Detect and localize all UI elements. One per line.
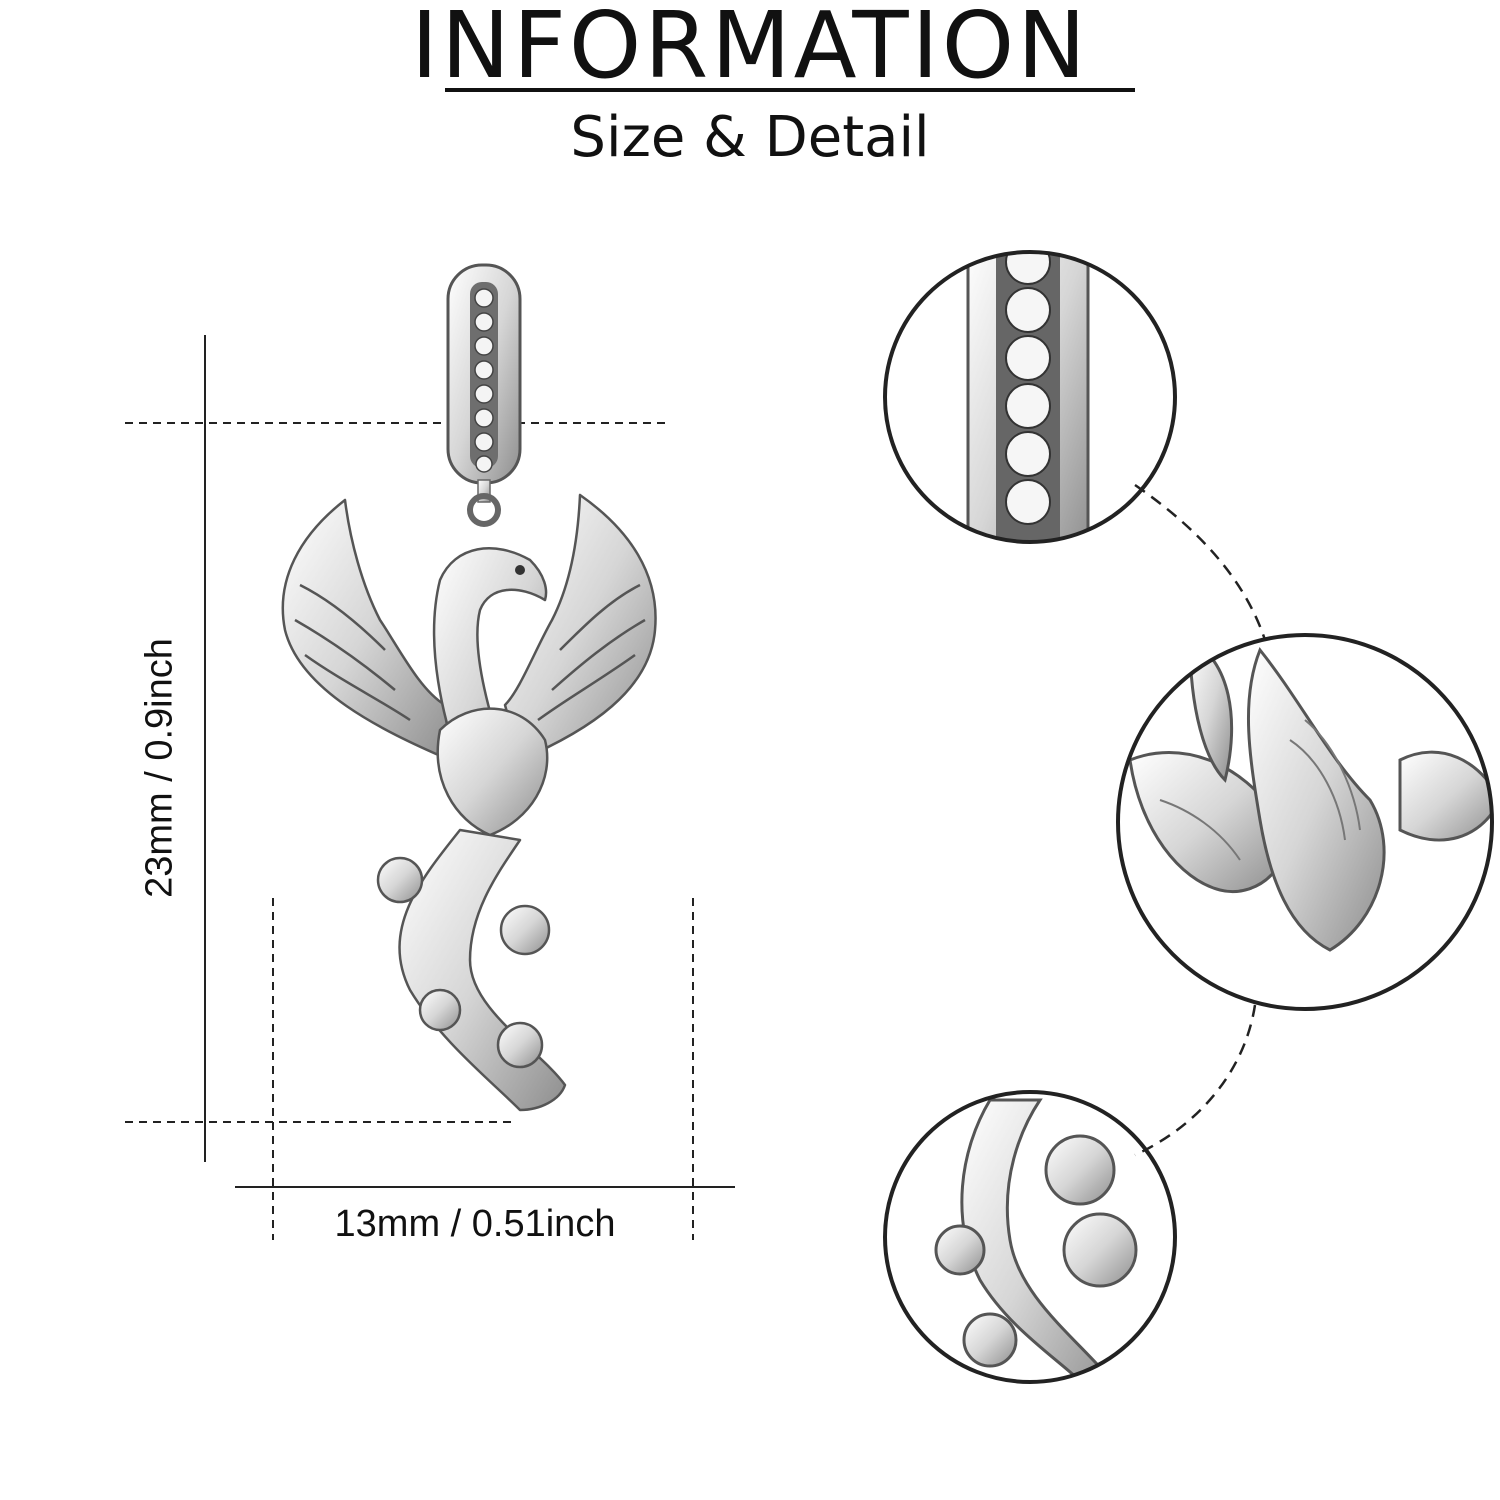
page-title: INFORMATION bbox=[411, 0, 1089, 99]
detail-circle-bail bbox=[883, 250, 1177, 544]
phoenix-charm-icon bbox=[281, 493, 657, 1112]
charm-bail bbox=[446, 263, 522, 527]
title-underline bbox=[445, 88, 1135, 92]
width-dimension-label: 13mm / 0.51inch bbox=[334, 1203, 616, 1245]
dimension-guides bbox=[125, 335, 735, 1240]
detail-connectors bbox=[1134, 483, 1267, 1157]
detail-circle-tail bbox=[883, 1090, 1177, 1384]
detail-circle-body bbox=[1116, 633, 1494, 1011]
page-subtitle: Size & Detail bbox=[570, 105, 930, 170]
